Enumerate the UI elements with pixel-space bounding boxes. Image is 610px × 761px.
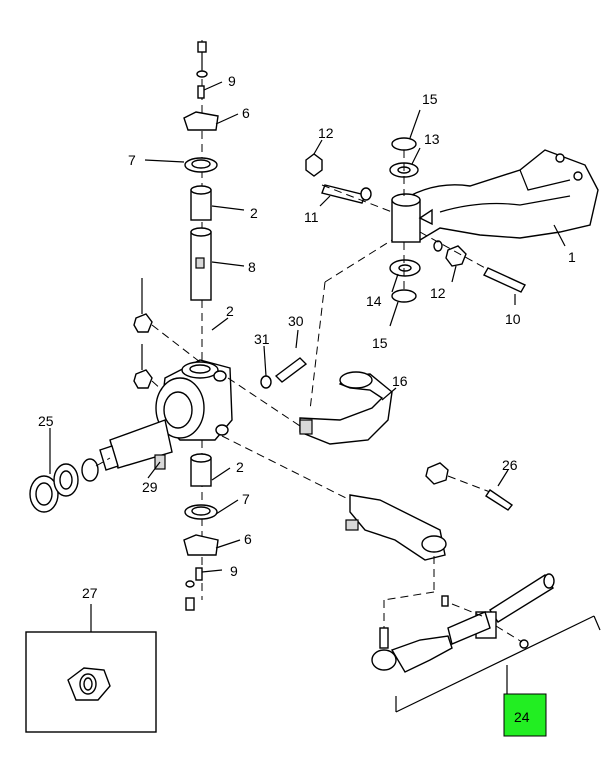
callout-30[interactable]: 30 <box>288 313 304 329</box>
callout-16[interactable]: 16 <box>392 373 408 389</box>
callout-9-bottom[interactable]: 9 <box>230 563 238 579</box>
callout-13[interactable]: 13 <box>424 131 440 147</box>
top-washer <box>196 70 208 78</box>
callout-10[interactable]: 10 <box>505 311 521 327</box>
callout-2-top[interactable]: 2 <box>250 205 258 221</box>
washer-15-bottom <box>391 289 417 303</box>
callout-31[interactable]: 31 <box>254 331 270 347</box>
tie-rod-assembly <box>371 573 601 713</box>
nut-upper-left <box>133 313 153 333</box>
callout-6-bottom[interactable]: 6 <box>244 531 252 547</box>
axle-beam-body <box>394 149 599 241</box>
nut-lower-left <box>133 369 153 389</box>
kingpin-stack-bottom <box>183 440 219 611</box>
kingpin-stack-top <box>183 40 219 360</box>
callout-2-bottom[interactable]: 2 <box>236 459 244 475</box>
tie-rod-stud <box>379 627 389 649</box>
callout-26[interactable]: 26 <box>502 457 518 473</box>
callout-15-top[interactable]: 15 <box>422 91 438 107</box>
cotter-pin-26 <box>485 489 514 511</box>
callout-7-top[interactable]: 7 <box>128 152 136 168</box>
grease-fitting-bottom <box>195 567 203 581</box>
tie-rod-thread <box>447 611 491 645</box>
grease-fitting-top <box>197 85 205 99</box>
callout-8[interactable]: 8 <box>248 259 256 275</box>
callout-14[interactable]: 14 <box>366 293 382 309</box>
leader-lines <box>49 81 566 573</box>
castle-nut-26 <box>425 462 449 485</box>
highlight-box-24[interactable] <box>503 693 547 737</box>
callout-15-bottom[interactable]: 15 <box>372 335 388 351</box>
callout-7-bottom[interactable]: 7 <box>242 491 250 507</box>
cap-top <box>183 111 219 131</box>
axle-eye <box>391 199 421 243</box>
callout-12-bottom[interactable]: 12 <box>430 285 446 301</box>
steering-arm <box>227 239 393 445</box>
tie-rod-end <box>390 635 453 673</box>
cap-bottom <box>183 534 219 556</box>
steering-knuckle <box>99 278 308 471</box>
callout-11[interactable]: 11 <box>304 209 319 225</box>
callout-12-top[interactable]: 12 <box>318 125 334 141</box>
callout-29[interactable]: 29 <box>142 479 158 495</box>
callout-25[interactable]: 25 <box>38 413 54 429</box>
nut-12-top <box>305 153 323 177</box>
axle-beam <box>305 137 599 303</box>
callout-1[interactable]: 1 <box>568 249 576 265</box>
callouts: 1 2 2 2 6 6 7 7 8 9 9 10 11 12 12 13 14 … <box>38 73 576 725</box>
pin-10 <box>483 267 526 293</box>
callout-2-middle[interactable]: 2 <box>226 303 234 319</box>
bolt-30 <box>274 357 308 383</box>
nut-31 <box>260 375 272 389</box>
nut-12-bottom <box>445 245 467 267</box>
top-bolt <box>197 41 207 53</box>
inset-box <box>25 604 157 733</box>
washer-15-top <box>391 137 417 151</box>
callout-9-top[interactable]: 9 <box>228 73 236 89</box>
callout-24[interactable]: 24 <box>514 709 530 725</box>
spindle-washer <box>81 458 99 482</box>
bottom-bolt <box>185 597 195 611</box>
callout-6-top[interactable]: 6 <box>242 105 250 121</box>
callout-27[interactable]: 27 <box>82 585 98 601</box>
spindle-hardware <box>29 457 111 513</box>
drag-link <box>221 435 514 628</box>
bolt-11 <box>321 184 366 204</box>
